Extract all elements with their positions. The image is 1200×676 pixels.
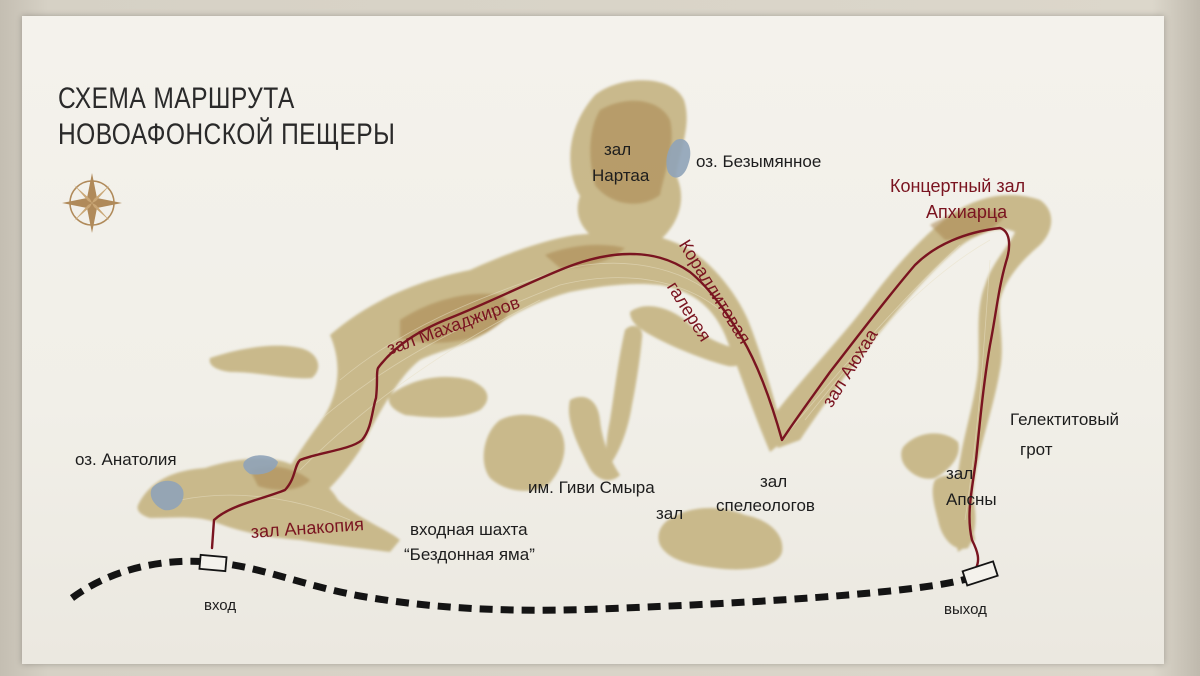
entrance-station-icon (198, 553, 228, 573)
hall-apsny (932, 475, 976, 549)
lake-nameless (666, 139, 691, 178)
label-givi-smyr-1: им. Гиви Смыра (528, 478, 655, 497)
hall-middle (388, 376, 488, 418)
label-lake-nameless: оз. Безымянное (696, 152, 822, 171)
title-line-1: СХЕМА МАРШРУТА (58, 82, 295, 115)
hall-anakopia (137, 458, 400, 552)
label-apsny-1: зал (946, 464, 974, 483)
hall-upper-left (209, 345, 319, 379)
label-exit: выход (944, 601, 987, 618)
hall-coral-branch (630, 306, 745, 367)
tourist-route-line (210, 226, 1011, 570)
label-entrance: вход (204, 597, 237, 614)
hall-coral-hook (606, 325, 643, 462)
label-speleologists-2: спелеологов (716, 496, 815, 515)
label-nartaa-1: зал (604, 140, 632, 159)
label-concert-hall-1: Концертный зал (890, 176, 1026, 196)
label-shaft-1: входная шахта (410, 520, 528, 539)
hall-gelektit (901, 433, 959, 479)
lake-small (243, 455, 278, 475)
label-givi-smyr-2: зал (656, 504, 684, 523)
hall-givi-smyr-arm (568, 396, 620, 481)
hall-givi-smyr (483, 414, 565, 491)
label-nartaa-2: Нартаа (592, 166, 650, 185)
label-gelektit-1: Гелектитовый (1010, 410, 1120, 429)
label-concert-hall-2: Апхиарца (926, 202, 1008, 222)
label-apsny-2: Апсны (946, 490, 997, 509)
label-speleologists-1: зал (760, 472, 788, 491)
hall-ayukhaa (770, 195, 1052, 552)
exit-station-icon (961, 560, 999, 587)
label-gelektit-2: грот (1020, 440, 1053, 459)
lake-anatolia (150, 480, 184, 511)
compass-rose-icon (62, 173, 122, 233)
hall-makhadzhirov (262, 231, 785, 515)
hall-speleologists (658, 508, 783, 570)
label-shaft-2: “Бездонная яма” (404, 545, 535, 564)
title-line-2: НОВОАФОНСКОЙ ПЕЩЕРЫ (58, 118, 396, 151)
label-lake-anatolia: оз. Анатолия (75, 450, 177, 469)
